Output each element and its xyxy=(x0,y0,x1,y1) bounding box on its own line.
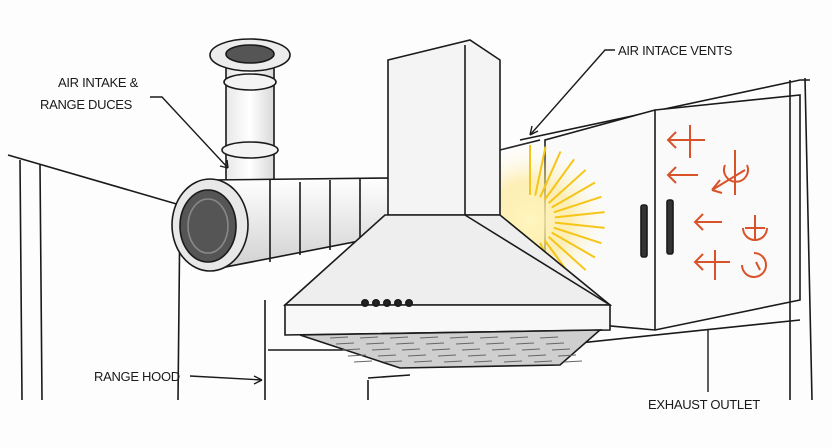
label-range-hood: RANGE HOOD xyxy=(94,369,180,384)
control-button[interactable] xyxy=(404,298,413,307)
hood-chimney xyxy=(387,39,501,216)
horizontal-duct xyxy=(171,177,391,272)
filter-slot xyxy=(503,360,523,363)
light-ray xyxy=(553,226,602,245)
filter-slot xyxy=(443,360,463,363)
filter-slot xyxy=(425,342,445,345)
filter-slot xyxy=(533,360,553,363)
label-air-intake-line2: RANGE DUCES xyxy=(40,97,133,112)
filter-slot xyxy=(461,348,481,351)
filter-slot xyxy=(371,348,391,351)
label-air-intake-line1: AIR INTAKE & xyxy=(58,75,138,90)
filter-slot xyxy=(449,336,469,339)
filter-slot xyxy=(521,348,541,351)
filter-slot xyxy=(347,354,367,357)
control-button[interactable] xyxy=(382,298,391,307)
light-ray xyxy=(543,158,575,201)
light-ray xyxy=(551,231,596,259)
filter-slot xyxy=(455,342,475,345)
control-buttons xyxy=(360,298,413,307)
filter-slot xyxy=(401,348,421,351)
filter-slot xyxy=(359,336,379,339)
filter-slot xyxy=(473,360,493,363)
label-exhaust-outlet: EXHAUST OUTLET xyxy=(648,397,760,412)
door-handle-right xyxy=(666,199,674,255)
filter-slot xyxy=(353,360,373,363)
filter-slot xyxy=(377,354,397,357)
airflow-arrows xyxy=(666,125,768,280)
filter-slot xyxy=(563,360,583,363)
light-ray xyxy=(547,235,587,271)
filter-slot xyxy=(431,348,451,351)
filter-slot xyxy=(527,354,547,357)
light-ray xyxy=(553,195,602,214)
door-handle-left xyxy=(640,204,648,258)
filter-slot xyxy=(437,354,457,357)
leader-lines xyxy=(150,49,709,392)
light-ray xyxy=(547,169,587,205)
range-hood-canopy xyxy=(282,214,613,369)
filter-slot xyxy=(329,336,349,339)
filter-slot xyxy=(341,348,361,351)
filter-slot xyxy=(413,360,433,363)
filter-slot xyxy=(491,348,511,351)
filter-slot xyxy=(551,348,571,351)
filter-slot xyxy=(407,354,427,357)
filter-slot xyxy=(545,342,565,345)
control-button[interactable] xyxy=(371,298,380,307)
filter-slot xyxy=(389,336,409,339)
filter-slot xyxy=(467,354,487,357)
filter-slot xyxy=(395,342,415,345)
light-ray xyxy=(551,181,596,209)
filter-slot xyxy=(479,336,499,339)
light-ray xyxy=(554,211,605,219)
vertical-duct xyxy=(209,38,291,191)
filter-slot xyxy=(557,354,577,357)
light-ray xyxy=(534,146,547,196)
filter-slot xyxy=(497,354,517,357)
filter-slot xyxy=(539,336,559,339)
filter-slot xyxy=(383,360,403,363)
filter-slot xyxy=(335,342,355,345)
light-ray xyxy=(539,151,562,198)
filter-slot xyxy=(509,336,529,339)
filter-slot xyxy=(515,342,535,345)
filter-slot xyxy=(365,342,385,345)
label-air-intake-vents: AIR INTACE VENTS xyxy=(618,43,733,58)
wall-cabinet xyxy=(519,77,813,401)
control-button[interactable] xyxy=(360,298,369,307)
filter-slot xyxy=(419,336,439,339)
filter-slot xyxy=(485,342,505,345)
control-button[interactable] xyxy=(393,298,402,307)
light-ray xyxy=(554,221,605,229)
